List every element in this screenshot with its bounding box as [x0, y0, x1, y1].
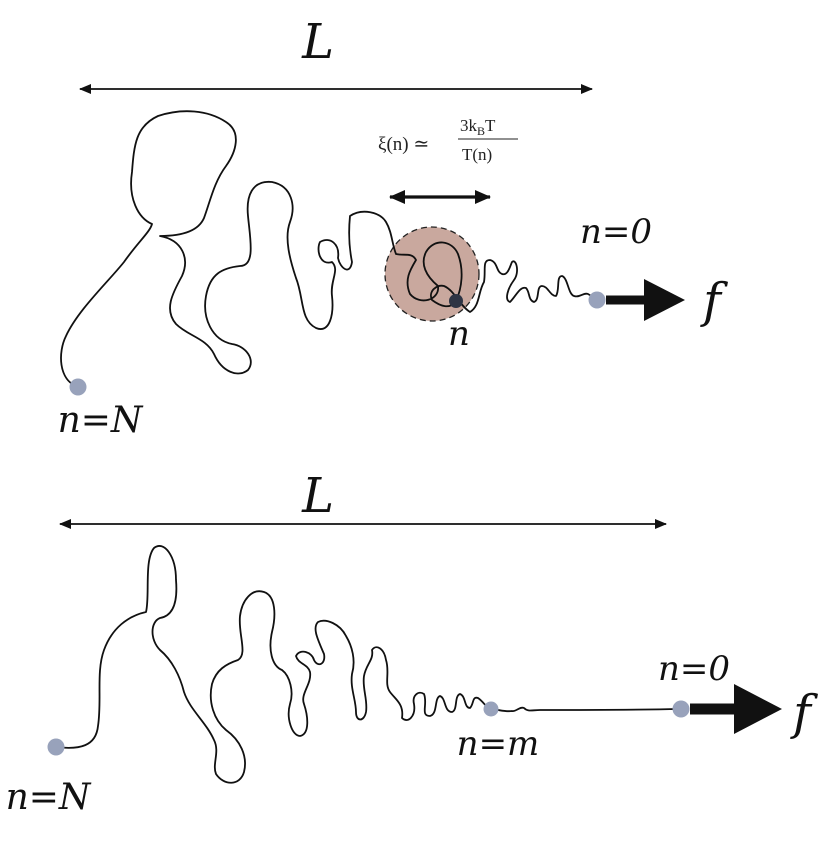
stem-start-bead: [483, 701, 499, 717]
top-pulled-end-label: n=0: [580, 212, 652, 252]
blob-size-formula: ξ(n) ≃ 3kBT T(n): [378, 116, 518, 164]
blob-monomer-label: n: [448, 314, 470, 354]
bottom-pulled-end-bead: [672, 700, 690, 718]
formula-denominator: T(n): [462, 145, 492, 164]
bottom-pulled-end-label: n=0: [658, 649, 730, 689]
formula-lhs: ξ(n) ≃: [378, 134, 429, 155]
blob-monomer-bead: [449, 294, 463, 308]
formula-numerator-sub: B: [477, 124, 485, 138]
top-free-end-bead: [69, 378, 87, 396]
formula-numerator: 3kBT: [460, 116, 496, 138]
bottom-length-label: L: [301, 468, 334, 524]
bottom-free-end-label: n=N: [6, 777, 92, 818]
formula-numerator-main: 3k: [460, 116, 478, 135]
top-force-label: f: [700, 273, 728, 329]
formula-numerator-tail: T: [485, 116, 496, 135]
top-panel: L ξ(n) ≃ 3kBT T(n) n n=N n=0 f: [58, 14, 729, 441]
top-length-label: L: [301, 14, 334, 70]
top-polymer-chain: [60, 110, 598, 388]
stem-start-label: n=m: [457, 724, 540, 764]
bottom-panel: L n=N n=m n=0 f: [6, 468, 819, 818]
bottom-polymer-chain: [55, 545, 681, 784]
top-force-arrowhead: [644, 279, 685, 321]
bottom-force-label: f: [790, 685, 818, 741]
bottom-free-end-bead: [47, 738, 65, 756]
top-pulled-end-bead: [588, 291, 606, 309]
bottom-force-arrowhead: [734, 684, 782, 734]
top-free-end-label: n=N: [58, 400, 144, 441]
